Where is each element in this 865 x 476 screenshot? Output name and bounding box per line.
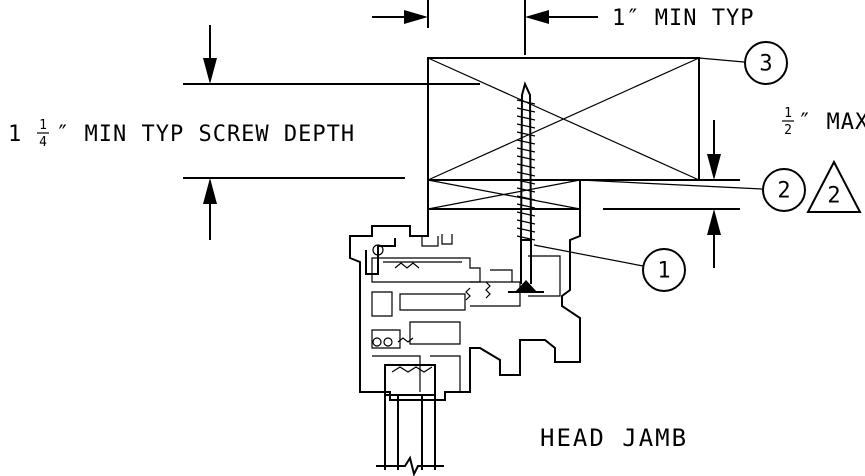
callout-1-number: 1 <box>657 259 670 284</box>
max-gap-dimension: 1 2 ″ MAX <box>603 106 865 268</box>
screw-depth-dimension: 1 1 4 ″ MIN TYP SCREW DEPTH <box>8 25 480 240</box>
header-block <box>427 57 700 181</box>
min-typ-label: 1″ MIN TYP <box>612 6 754 31</box>
revision-triangle-number: 2 <box>827 184 840 209</box>
max-frac-den: 2 <box>784 123 792 138</box>
callout-2-number: 2 <box>777 179 790 204</box>
arrowhead-icon <box>707 154 721 180</box>
max-gap-label: ″ MAX <box>798 110 865 135</box>
screw-depth-frac-den: 4 <box>39 135 47 150</box>
callout-1: 1 <box>642 248 686 292</box>
arrowhead-icon <box>203 58 217 84</box>
shim-spacer <box>427 179 581 210</box>
screw-depth-frac-num: 1 <box>39 118 47 133</box>
arrowhead-icon <box>525 10 549 24</box>
screw-depth-label: ″ MIN TYP SCREW DEPTH <box>56 122 355 147</box>
arrowhead-icon <box>404 10 428 24</box>
callout-3: 3 <box>744 41 788 85</box>
arrowhead-icon <box>203 178 217 204</box>
max-frac-num: 1 <box>784 106 792 121</box>
fastener-screw <box>508 81 544 293</box>
callout-2: 2 <box>762 168 806 212</box>
leader-lines <box>533 57 763 267</box>
drawing-title: HEAD JAMB <box>540 424 688 452</box>
callout-3-number: 3 <box>759 52 772 77</box>
revision-triangle-2: 2 <box>806 159 862 213</box>
arrowhead-icon <box>707 209 721 235</box>
screw-depth-prefix: 1 <box>8 122 22 147</box>
window-frame-profile <box>349 208 581 476</box>
min-typ-dimension: 1″ MIN TYP <box>372 0 754 55</box>
